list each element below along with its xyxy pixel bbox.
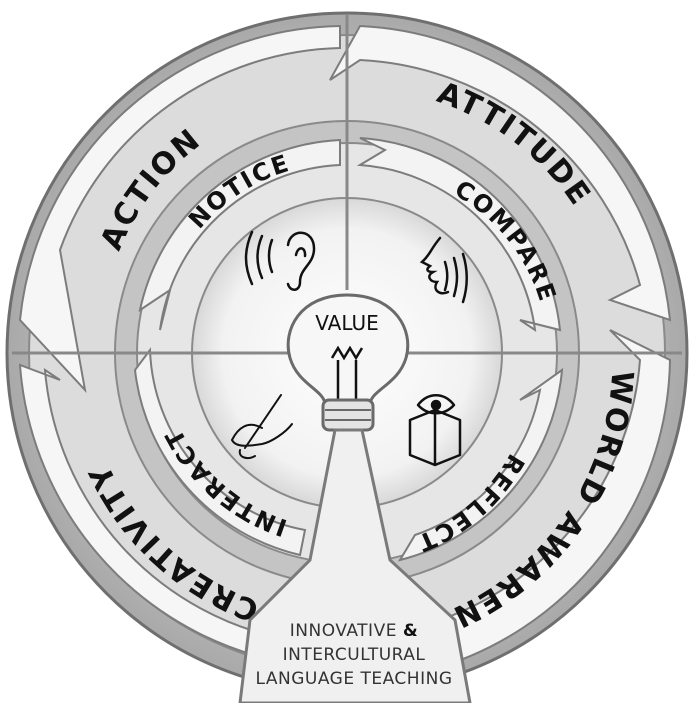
interact-arrow [133, 347, 307, 557]
speaking-face-icon [419, 236, 468, 304]
reflect-arrow [397, 367, 564, 562]
writing-hand-icon [230, 394, 293, 459]
footer-title: INNOVATIVE & INTERCULTURAL LANGUAGE TEAC… [256, 621, 453, 689]
footer-line3: LANGUAGE TEACHING [256, 669, 453, 689]
value-label: VALUE [315, 311, 379, 335]
ear-icon [244, 230, 316, 291]
quadrant-dividers [12, 14, 682, 355]
inner-arrows [133, 137, 564, 562]
light-bulb-icon [238, 293, 472, 703]
book-eye-icon [408, 394, 462, 467]
compare-arrow [356, 137, 562, 333]
footer-line1: INNOVATIVE & [290, 621, 418, 641]
notice-arrow [138, 138, 341, 331]
attitude-arrow [329, 24, 672, 322]
footer-line2: INTERCULTURAL [283, 645, 426, 665]
outer-arrows [18, 24, 672, 672]
creativity-arrow [18, 363, 302, 667]
